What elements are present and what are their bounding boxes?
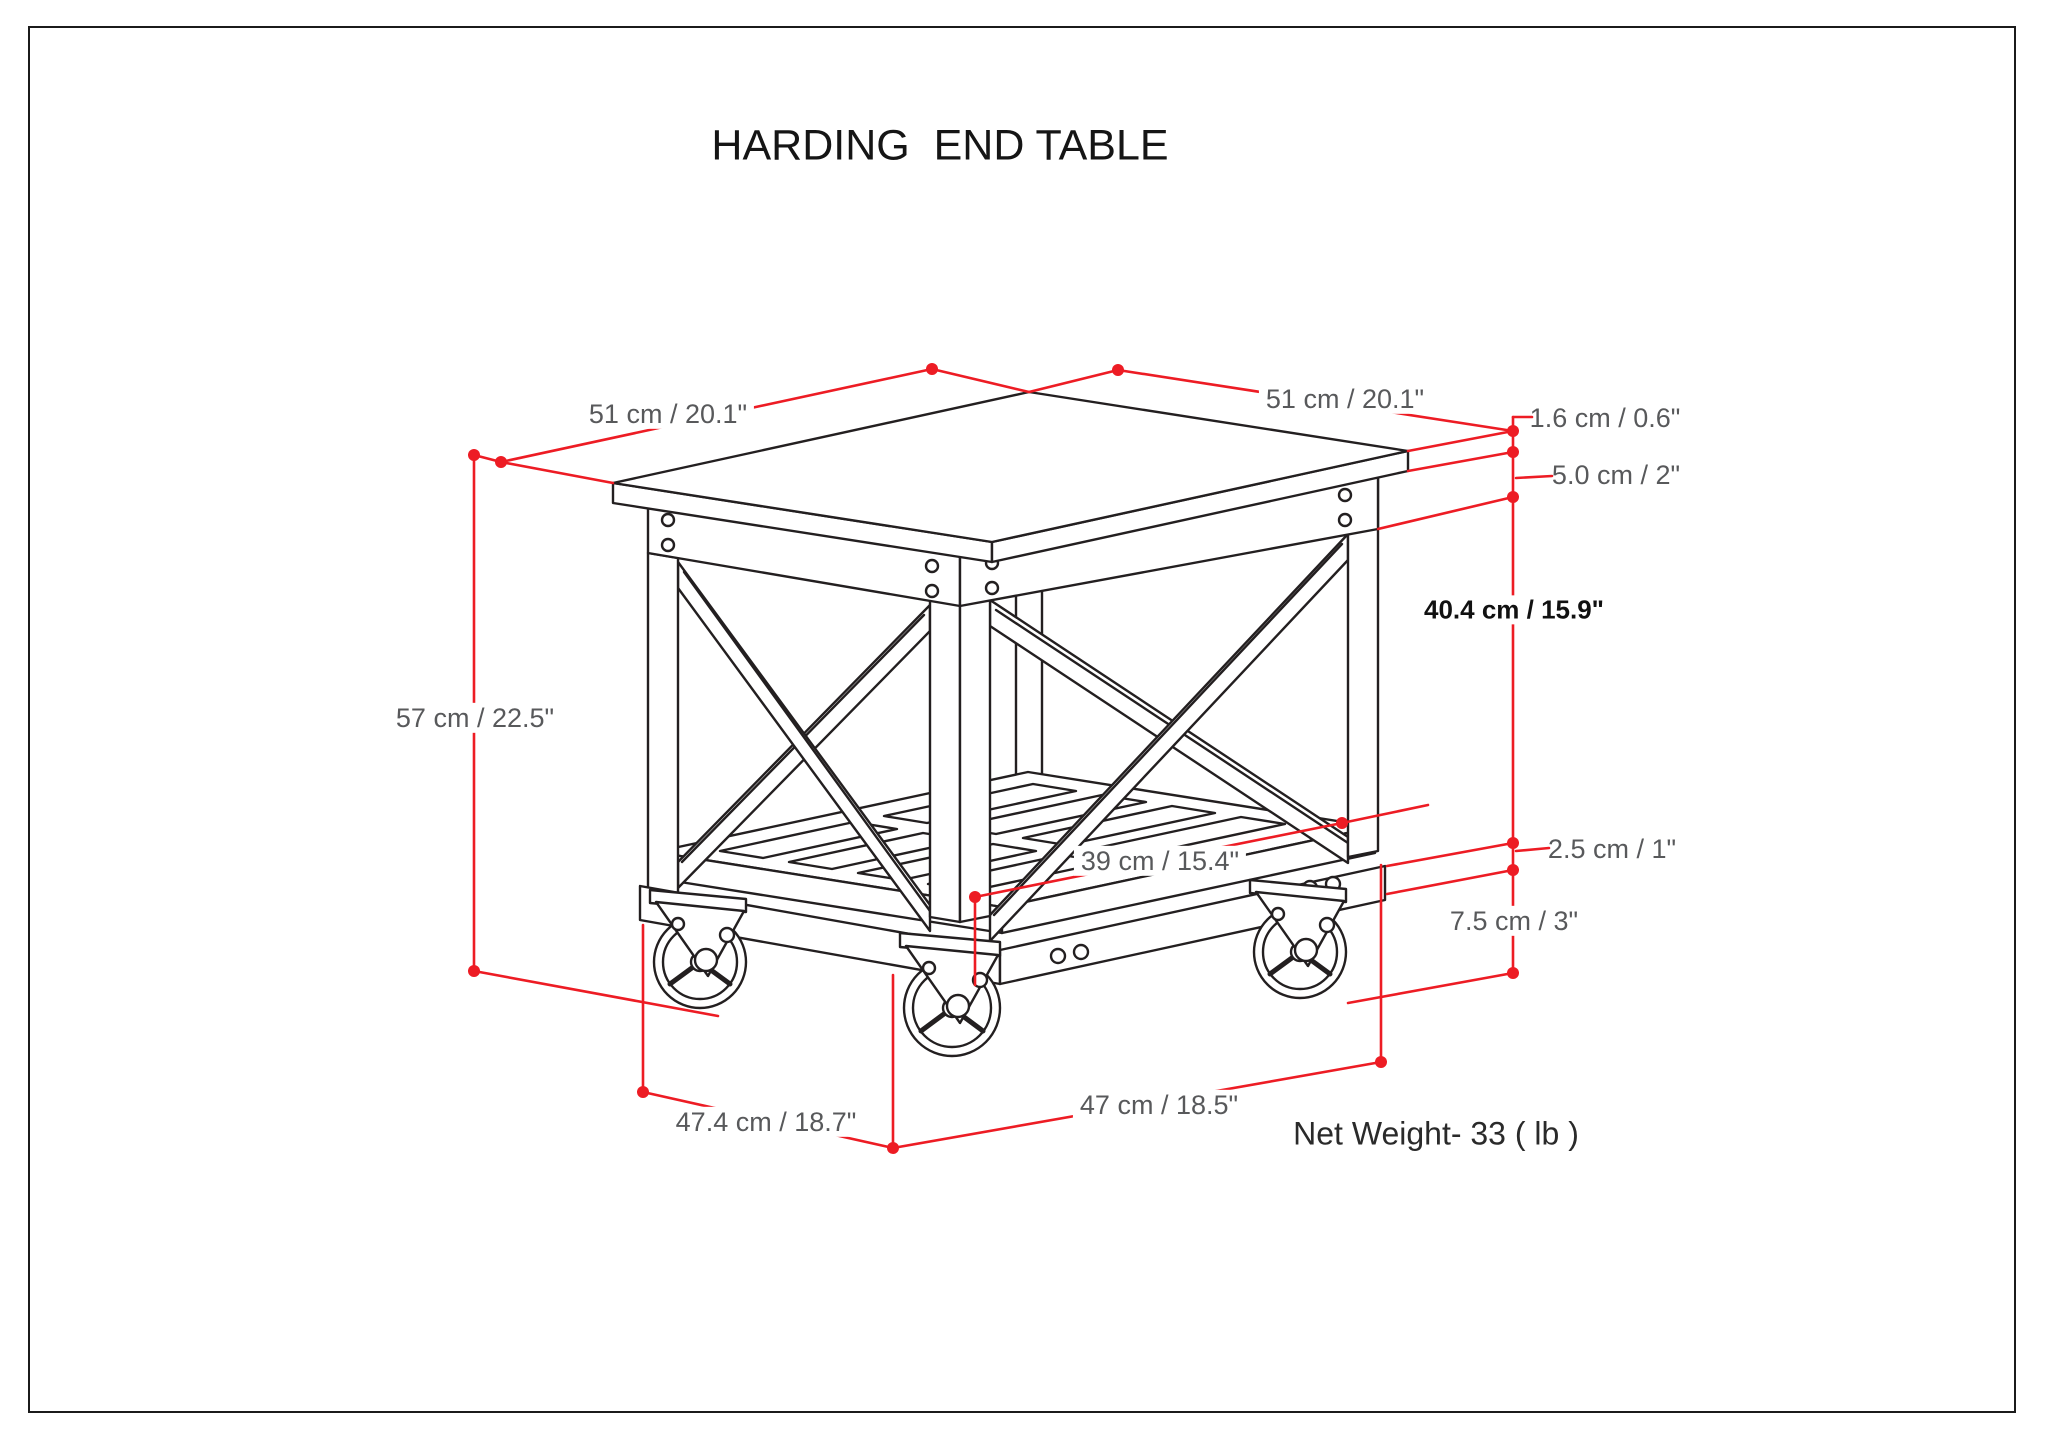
left-leg	[646, 551, 680, 908]
dimension-label-base-edge-right: 47 cm / 18.5"	[1072, 1089, 1246, 1121]
dimension-label-shelf-thickness: 2.5 cm / 1"	[1547, 833, 1677, 864]
caster-left	[648, 888, 748, 1010]
dimension-label-shelf-width: 39 cm / 15.4"	[1073, 845, 1247, 877]
dimension-label-top-thickness: 1.6 cm / 0.6"	[1529, 402, 1681, 433]
x-brace-right	[988, 532, 1350, 943]
dimension-label-open-clearance: 40.4 cm / 15.9"	[1416, 595, 1612, 625]
dimension-lines	[472, 367, 1554, 1150]
dimension-label-top-edge-left: 51 cm / 20.1"	[581, 398, 755, 430]
tabletop	[611, 390, 1410, 544]
dimension-label-top-edge-right: 51 cm / 20.1"	[1258, 383, 1432, 415]
dimension-label-caster-height: 7.5 cm / 3"	[1442, 905, 1586, 937]
caster-front	[898, 931, 1002, 1058]
net-weight-label: Net Weight- 33 ( lb )	[1293, 1115, 1579, 1152]
page-border	[28, 26, 2016, 1413]
dimension-endpoints	[468, 363, 1519, 1154]
caster-right	[1248, 878, 1348, 1000]
page-title: HARDING END TABLE	[711, 121, 1169, 170]
dimension-label-base-edge-left: 47.4 cm / 18.7"	[668, 1106, 864, 1138]
dimension-label-overall-height: 57 cm / 22.5"	[388, 702, 562, 734]
dimension-label-apron-height: 5.0 cm / 2"	[1551, 459, 1681, 490]
